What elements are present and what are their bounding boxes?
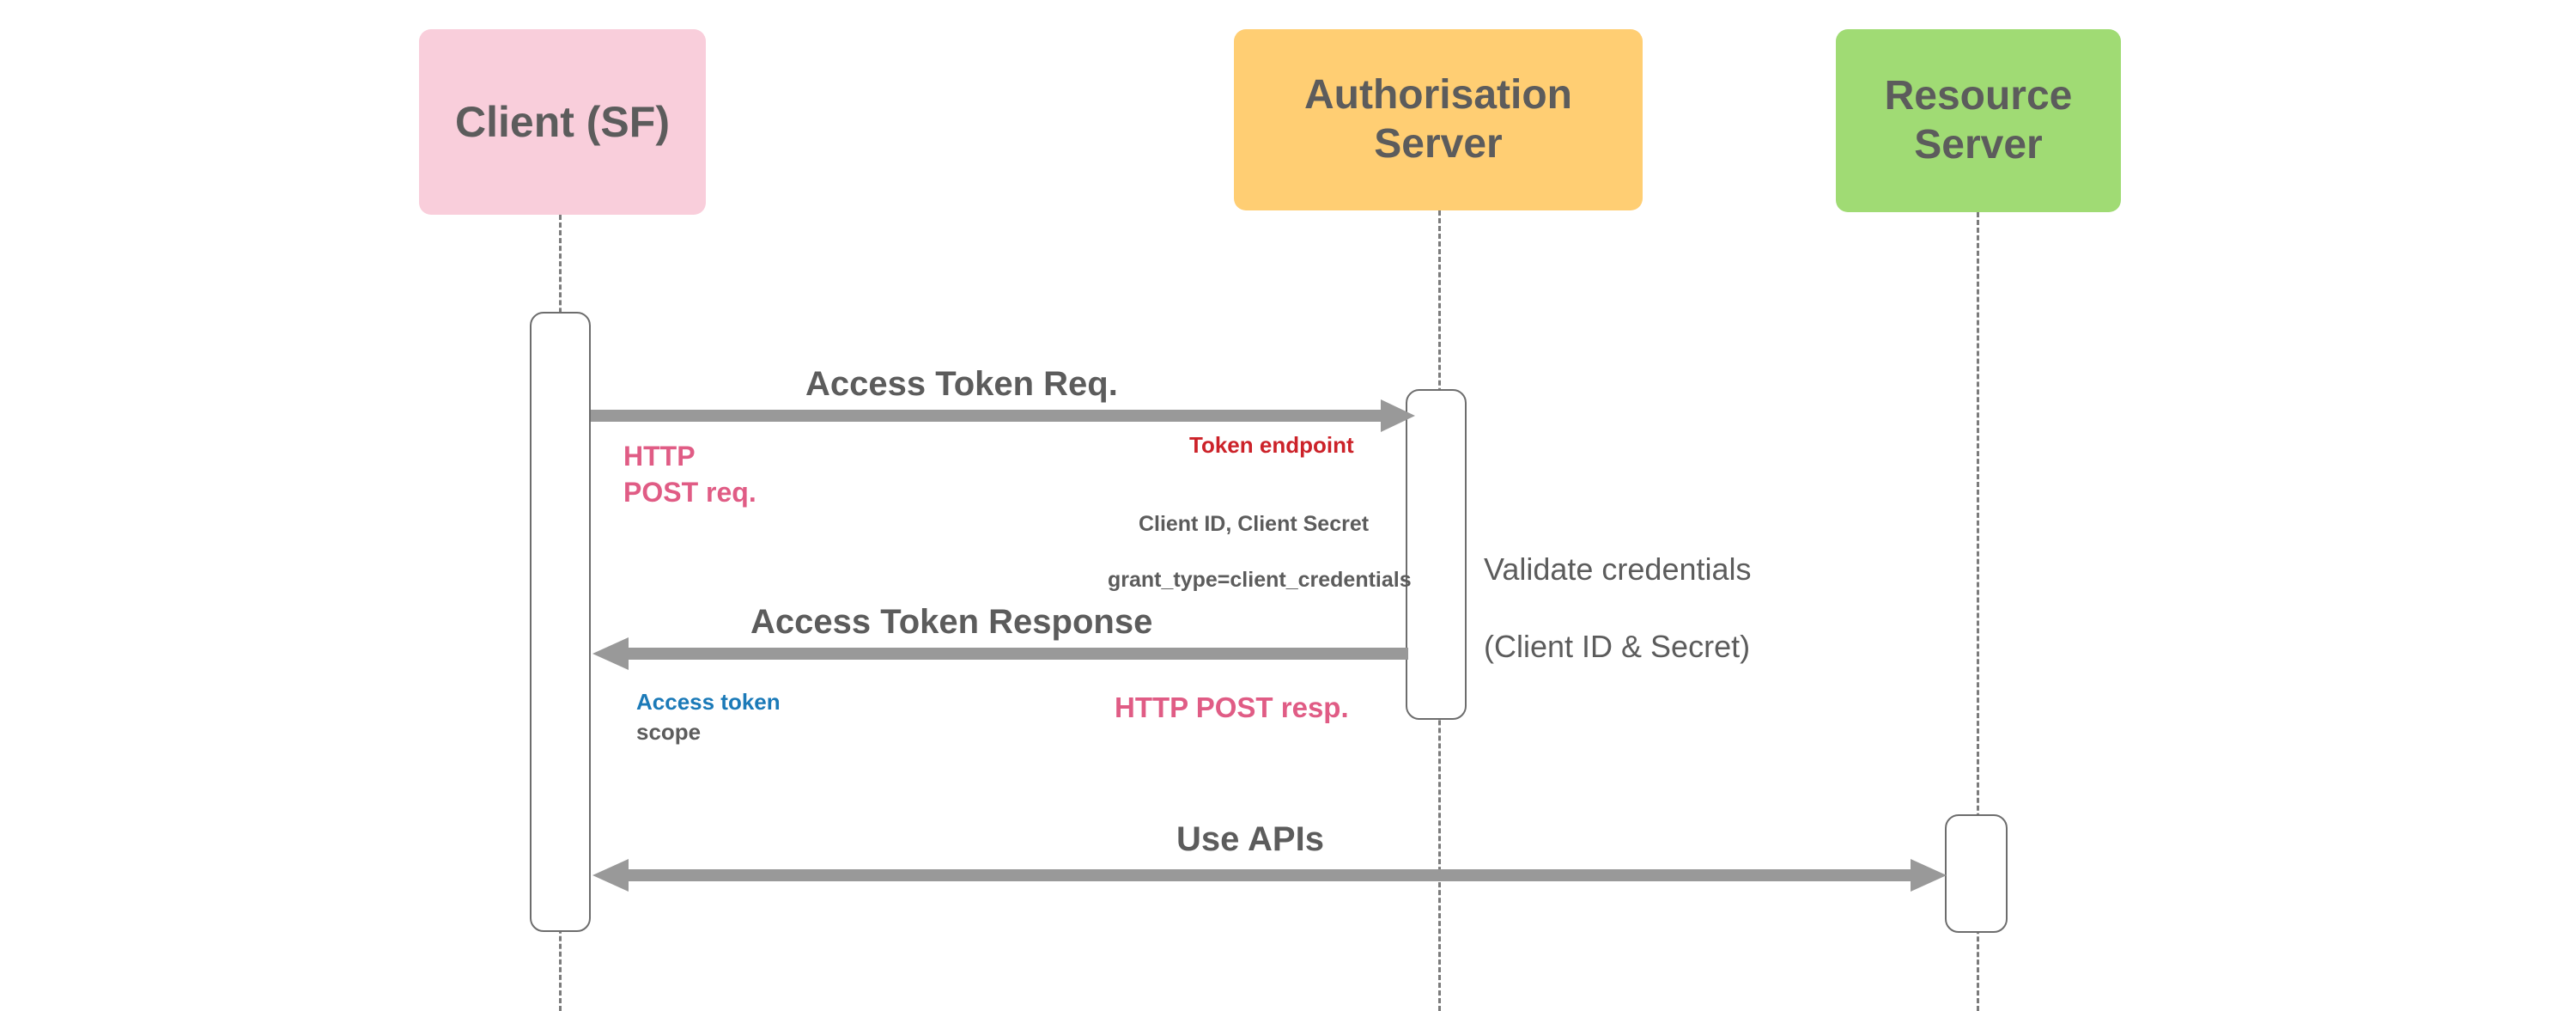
annotation-request-params-line1: Client ID, Client Secret bbox=[1138, 511, 1370, 536]
participant-client-label: Client (SF) bbox=[455, 97, 670, 146]
participant-resource-server[interactable]: Resource Server bbox=[1836, 29, 2121, 212]
arrow-use-apis bbox=[592, 859, 1947, 892]
participant-auth-label-line1: Authorisation bbox=[1304, 71, 1572, 118]
note-validate-credentials-line1: Validate credentials bbox=[1484, 551, 1752, 587]
annotation-scope: scope bbox=[636, 719, 702, 745]
arrow-access-token-response bbox=[592, 637, 1408, 670]
message-label-access-token-response: Access Token Response bbox=[750, 603, 1153, 641]
arrow-access-token-req bbox=[591, 399, 1415, 432]
lifeline-resource bbox=[1977, 212, 1979, 1011]
activation-bar-auth bbox=[1406, 389, 1467, 720]
message-label-use-apis: Use APIs bbox=[1176, 820, 1324, 858]
participant-resource-label-line1: Resource bbox=[1884, 72, 2073, 119]
annotation-request-params-line2: grant_type=client_credentials bbox=[1108, 567, 1412, 592]
participant-client[interactable]: Client (SF) bbox=[419, 29, 706, 215]
annotation-access-token: Access token bbox=[636, 689, 781, 715]
participant-authorisation-server[interactable]: Authorisation Server bbox=[1234, 29, 1643, 210]
annotation-http-post-req: HTTP POST req. bbox=[623, 441, 756, 508]
participant-auth-label-line2: Server bbox=[1374, 120, 1503, 167]
annotation-http-post-resp: HTTP POST resp. bbox=[1115, 691, 1349, 723]
annotation-token-endpoint: Token endpoint bbox=[1189, 432, 1354, 458]
participant-auth-label: Authorisation Server bbox=[1304, 71, 1572, 168]
note-validate-credentials: Validate credentials (Client ID & Secret… bbox=[1484, 511, 1752, 704]
message-label-access-token-req: Access Token Req. bbox=[805, 365, 1118, 403]
participant-resource-label: Resource Server bbox=[1885, 72, 2073, 169]
participant-resource-label-line2: Server bbox=[1914, 121, 2043, 167]
annotation-request-params: Client ID, Client Secret grant_type=clie… bbox=[1108, 482, 1412, 622]
note-validate-credentials-line2: (Client ID & Secret) bbox=[1484, 629, 1751, 664]
activation-bar-resource bbox=[1945, 814, 2008, 933]
activation-bar-client bbox=[530, 312, 591, 932]
